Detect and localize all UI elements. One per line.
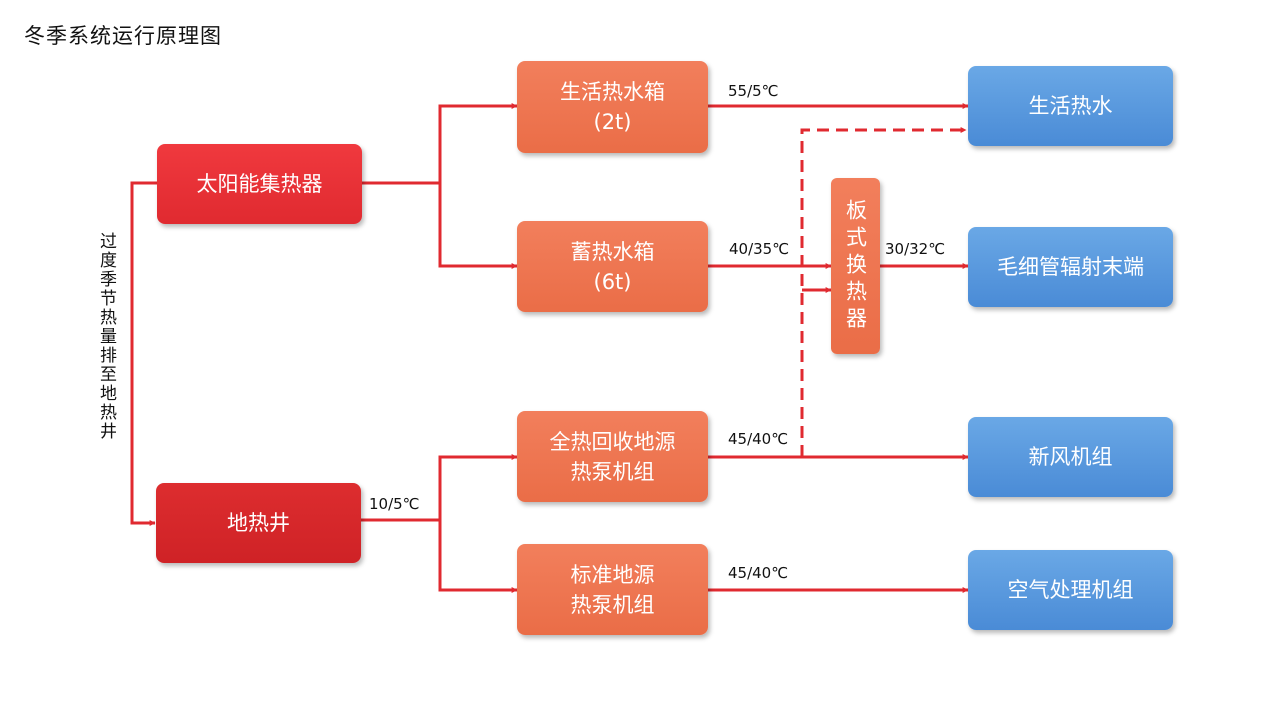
solar-branch-domestic-tank — [438, 103, 518, 183]
solar-branch-storage-tank — [438, 183, 518, 269]
page-title: 冬季系统运行原理图 — [24, 24, 222, 48]
geothermal-well-box: 地热井 — [156, 483, 361, 563]
well-branch-standard-pump — [438, 520, 518, 593]
storage-tank-capacity: (6t) — [593, 269, 632, 294]
storage-tank-label: 蓄热水箱 — [570, 239, 655, 264]
domestic-supply-temp: 55/5℃ — [728, 82, 779, 100]
domestic-tank-box: 生活热水箱 (2t) — [517, 61, 708, 153]
heat-recovery-pump-line2: 热泵机组 — [570, 459, 655, 484]
heat-recovery-pump-line1: 全热回收地源 — [549, 429, 676, 454]
solar-collector-box: 太阳能集热器 — [157, 144, 362, 224]
standard-pump-line2: 热泵机组 — [570, 592, 655, 617]
standard-pump-line1: 标准地源 — [570, 562, 655, 587]
standard-to-ahu-temp: 45/40℃ — [728, 564, 789, 582]
exchanger-to-capillary-temp: 30/32℃ — [885, 240, 946, 258]
domestic-hot-water-label: 生活热水 — [1028, 94, 1113, 118]
geothermal-well-label: 地热井 — [227, 511, 290, 535]
domestic-tank-label: 生活热水箱 — [560, 80, 665, 104]
well-branch-recovery-pump — [438, 454, 518, 520]
solar-collector-label: 太阳能集热器 — [196, 172, 323, 196]
plate-exchanger-box: 板式换热器 — [831, 178, 880, 354]
capillary-radiant-label: 毛细管辐射末端 — [997, 255, 1144, 279]
storage-tank-box: 蓄热水箱 (6t) — [517, 221, 708, 312]
air-handling-unit-label: 空气处理机组 — [1007, 578, 1134, 602]
domestic-tank-capacity: (2t) — [593, 110, 632, 134]
recovery-to-fresh-air-temp: 45/40℃ — [728, 430, 789, 448]
fresh-air-unit-label: 新风机组 — [1028, 445, 1113, 469]
well-supply-temp: 10/5℃ — [369, 495, 420, 513]
air-handling-unit-box: 空气处理机组 — [968, 550, 1173, 630]
fresh-air-unit-box: 新风机组 — [968, 417, 1173, 497]
domestic-hot-water-box: 生活热水 — [968, 66, 1173, 146]
seasonal-discharge-label: 过度季节热量排至地热井 — [96, 232, 116, 441]
standard-pump-box: 标准地源 热泵机组 — [517, 544, 708, 635]
heat-recovery-pump-box: 全热回收地源 热泵机组 — [517, 411, 708, 502]
plate-exchanger-label: 板式换热器 — [843, 198, 868, 334]
storage-to-exchanger-temp: 40/35℃ — [729, 240, 790, 258]
solar-to-well-seasonal — [130, 181, 157, 526]
recovery-to-hot-water-dashed — [800, 127, 967, 457]
capillary-radiant-box: 毛细管辐射末端 — [968, 227, 1173, 307]
